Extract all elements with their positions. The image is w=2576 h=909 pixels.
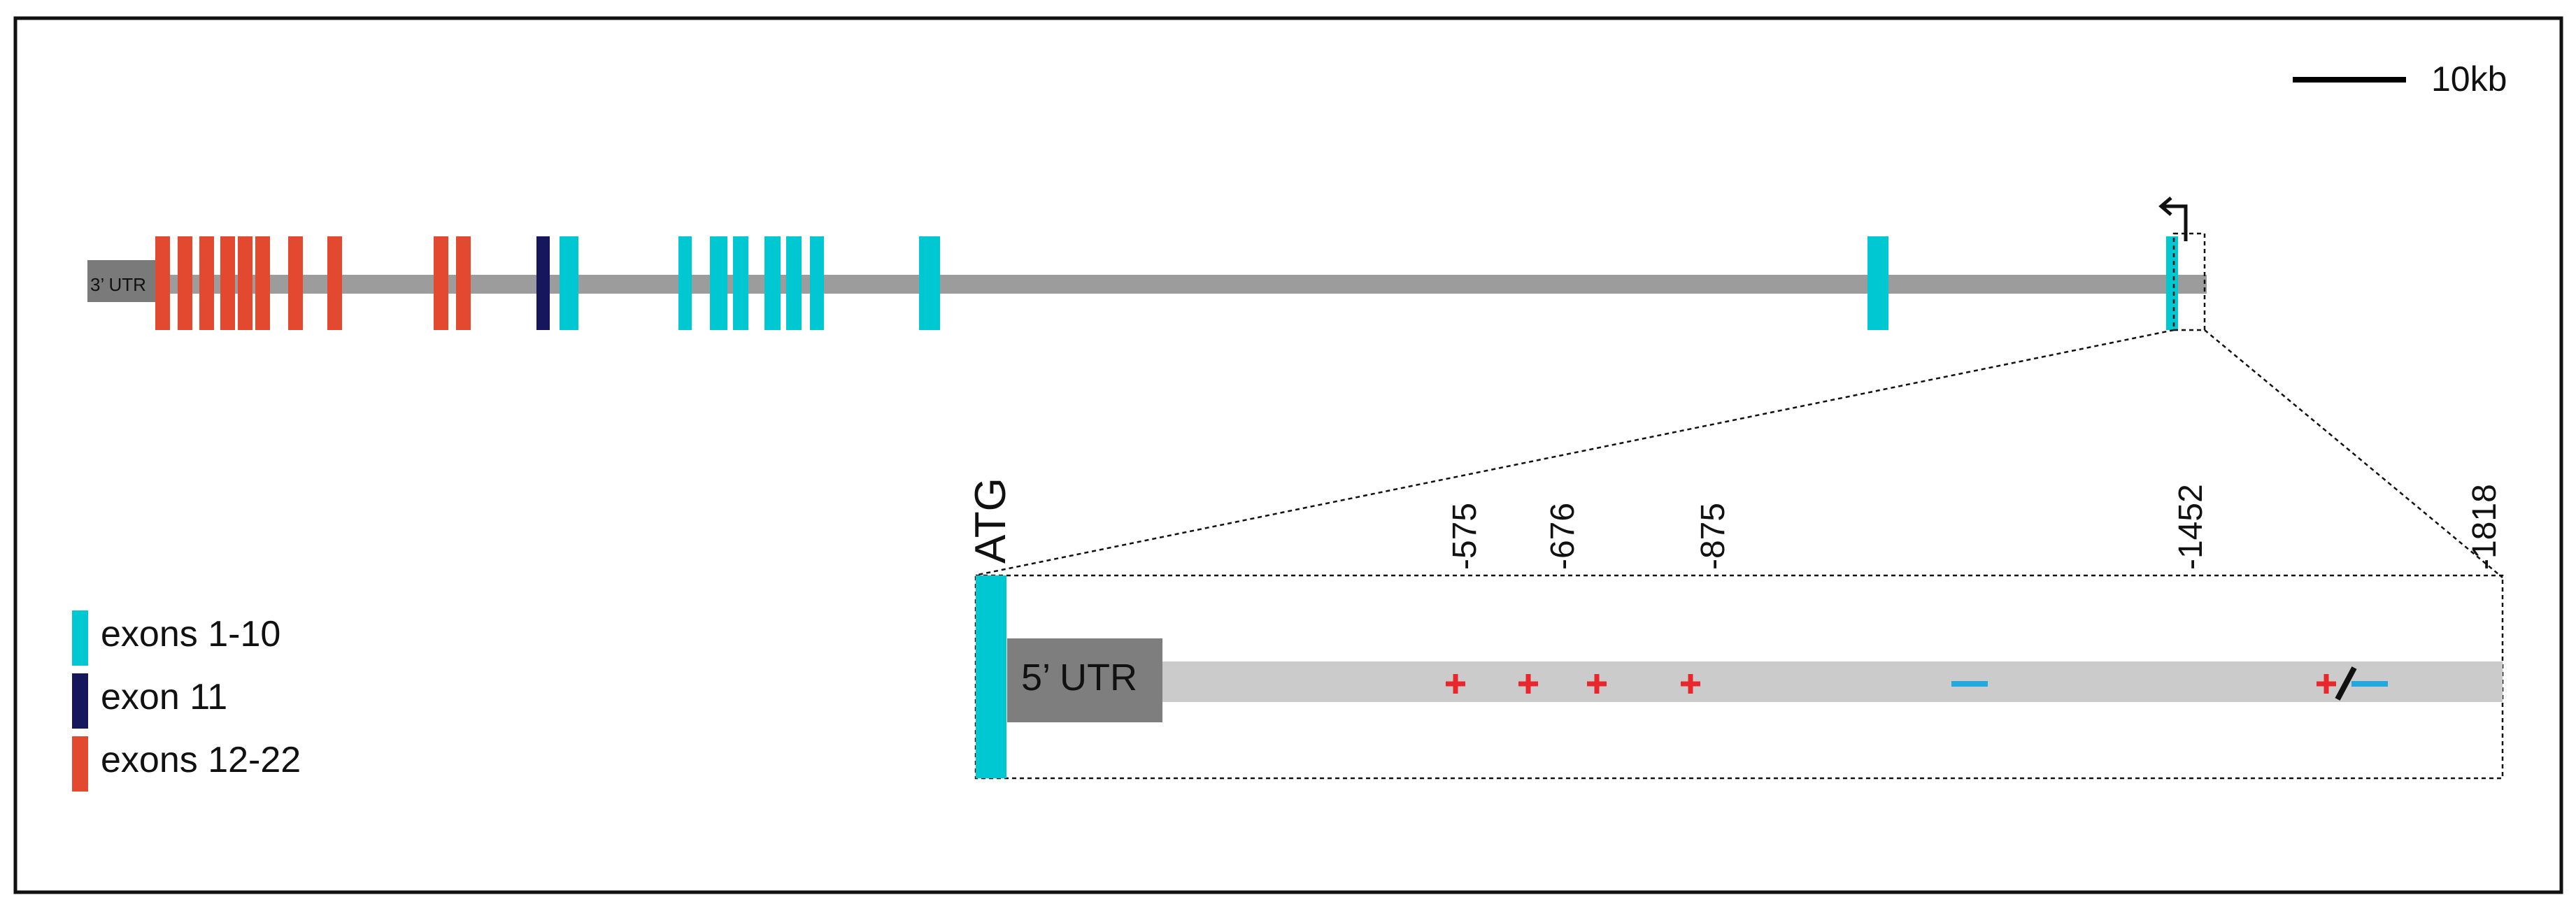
- exon-1: [2166, 236, 2178, 330]
- exon: [155, 236, 170, 330]
- atg-exon: [976, 575, 1006, 778]
- atg-label: ATG: [967, 478, 1015, 564]
- plus-site-icon: [1587, 674, 1607, 694]
- plus-site-icon: [1446, 674, 1465, 694]
- slash-marker: [2335, 666, 2357, 701]
- promoter-region-box: [2172, 232, 2206, 331]
- position-label: -1818: [2466, 484, 2503, 570]
- legend-label: exons 1-10: [101, 614, 280, 654]
- gene-intron-line: [87, 275, 2207, 294]
- zoom-line-left: [977, 329, 2175, 576]
- exon: [238, 236, 252, 330]
- exon-11: [536, 236, 550, 330]
- plus-site-icon: [1681, 674, 1700, 694]
- legend-swatch-exons-1-10: [72, 610, 88, 666]
- exon: [456, 236, 471, 330]
- exons-1-10: [560, 236, 2178, 330]
- utr3-label: 3’ UTR: [90, 274, 146, 295]
- exon: [560, 236, 578, 330]
- exon: [288, 236, 303, 330]
- exon: [678, 236, 692, 330]
- exons-12-22: [155, 236, 471, 330]
- legend: exons 1-10 exon 11 exons 12-22: [72, 610, 301, 792]
- legend-swatch-exon-11: [72, 673, 88, 729]
- position-label: -875: [1695, 503, 1732, 570]
- exon: [199, 236, 214, 330]
- bent-arrow-icon: [2158, 196, 2188, 241]
- plus-sites: [1446, 674, 2336, 694]
- exon: [733, 236, 748, 330]
- zoom-line-right: [2204, 329, 2503, 578]
- plus-site-icon: [2317, 674, 2336, 694]
- utr5-label: 5’ UTR: [1021, 657, 1137, 699]
- utr5-block: [1007, 638, 1162, 722]
- utr3-block: [87, 260, 157, 302]
- exon: [786, 236, 802, 330]
- position-label: -575: [1446, 503, 1483, 570]
- legend-swatch-exons-12-22: [72, 736, 88, 792]
- exon: [178, 236, 192, 330]
- exon: [764, 236, 781, 330]
- position-label: -676: [1544, 503, 1581, 570]
- exon: [327, 236, 342, 330]
- plus-site-icon: [1518, 674, 1538, 694]
- legend-label: exon 11: [101, 677, 227, 717]
- position-label: -1452: [2172, 484, 2209, 570]
- exon: [434, 236, 448, 330]
- exon: [810, 236, 824, 330]
- promoter-line: [1161, 661, 2503, 702]
- exon: [255, 236, 270, 330]
- exon: [710, 236, 727, 330]
- scale-bar-label: 10kb: [2431, 59, 2507, 99]
- legend-label: exons 12-22: [101, 740, 301, 780]
- exon: [919, 236, 940, 330]
- exon: [220, 236, 235, 330]
- exon: [1867, 236, 1888, 330]
- figure-frame: [13, 16, 2563, 894]
